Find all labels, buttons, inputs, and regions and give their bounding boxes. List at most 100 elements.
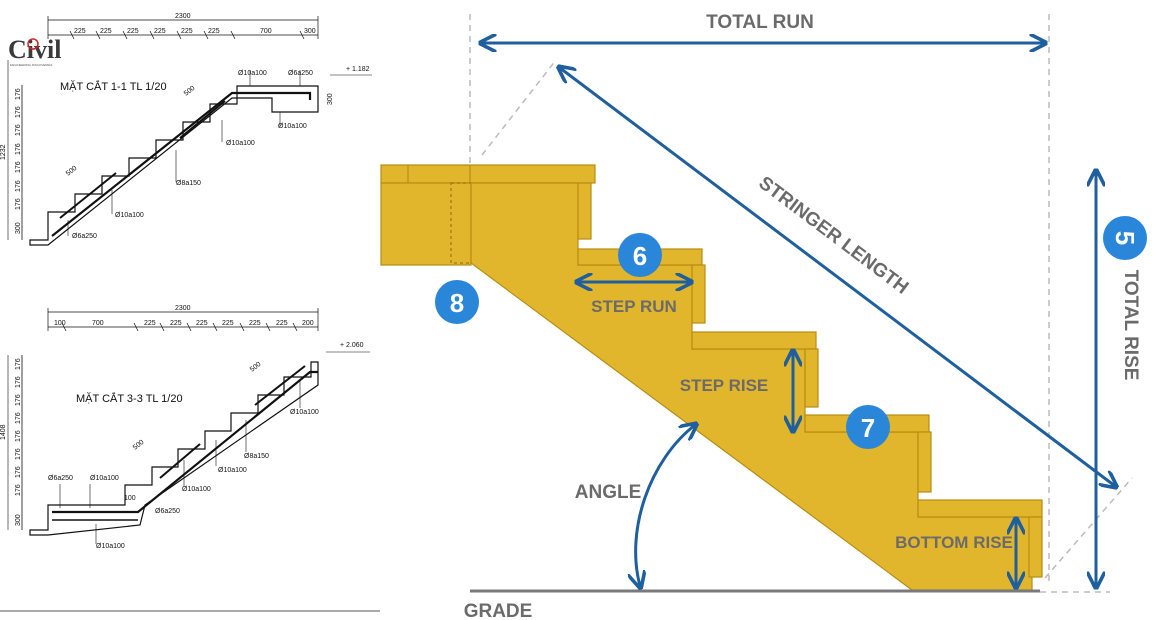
d2-total-dim: 2300 [175,305,191,312]
d2-rebar-label: Ø10a100 [90,475,119,482]
angle-arrow [636,425,695,586]
d2-step-dim: 225 [249,320,261,327]
d2-step-dim: 200 [302,320,314,327]
d2-rise-dims: 176 176 176 176 176 176 176 176 300 [15,358,22,526]
d1-rise-dim: 176 [15,124,22,136]
d2-level: + 2.060 [340,342,364,349]
d1-rebar-label: Ø8a150 [176,180,201,187]
d1-rise-dims: 176 176 176 176 176 176 176 300 [15,88,22,234]
d1-rebar-label: Ø10a100 [238,70,267,77]
d1-step-dim: 700 [260,28,272,35]
d1-step-dims: 225 225 225 225 225 225 700 300 [74,28,316,35]
d1-rise-dim: 176 [15,143,22,155]
d1-step-dim: 225 [181,28,193,35]
riser [691,264,706,324]
d1-total-dim: 2300 [175,13,191,20]
logo-tagline: ENGINEERING DISCOVERIES [10,63,52,67]
d1-step-dim: 225 [127,28,139,35]
stair-stringer-diagram: TOTAL RUN STRINGER LENGTH TOTAL RISE STE… [380,12,1147,620]
section-drawing-3-3: 2300 100 700 225 225 225 225 225 225 200… [0,305,380,612]
d1-rebar-label: Ø6a250 [72,233,97,240]
badge-5: 5 [1103,216,1147,260]
section-drawing-1-1: Civil ENGINEERING DISCOVERIES 2300 225 2… [0,13,372,246]
d1-rebar-label: Ø10a100 [278,123,307,130]
badge-7: 7 [846,405,890,449]
d1-rise-dim: 176 [15,161,22,173]
d1-rebar-label: 500 [65,165,79,178]
rim-joist [380,182,472,266]
d2-step-dim: 700 [92,320,104,327]
measurement-arrows [482,43,1115,586]
riser [804,348,819,408]
d1-rebar-labels: Ø10a100 Ø6a250 Ø10a100 Ø10a100 Ø8a150 Ø1… [65,70,334,240]
badge-8: 8 [435,280,479,324]
d2-step-dim: 225 [196,320,208,327]
d2-section-title: MẶT CẮT 3-3 TL 1/20 [76,392,183,405]
d2-rebar-label: 500 [132,439,146,452]
d1-rebar-label: Ø6a250 [288,70,313,77]
d2-rebar-label: 500 [249,361,263,374]
step-run-label: STEP RUN [591,297,677,316]
total-run-label: TOTAL RUN [706,12,814,33]
d2-step-dim: 225 [144,320,156,327]
step-rise-label: STEP RISE [680,376,769,395]
grade-label: GRADE [464,601,533,620]
stringer-length-label: STRINGER LENGTH [754,173,912,299]
d2-rebar-label: Ø10a100 [218,467,247,474]
d1-rebar-label: Ø10a100 [226,140,255,147]
d2-step-dims: 100 700 225 225 225 225 225 225 200 [54,320,314,327]
d1-level: + 1.182 [346,66,370,73]
d2-base-dim: 300 [15,514,22,526]
angle-label: ANGLE [575,482,642,503]
d1-rebar-label: Ø10a100 [115,212,144,219]
d2-rebar-label: Ø6a250 [48,475,73,482]
d2-rebar-label: 100 [124,495,136,502]
d2-rise-dim: 176 [15,448,22,460]
d2-rise-dim: 176 [15,358,22,370]
d1-step-dim: 225 [100,28,112,35]
deck-board [380,164,596,184]
total-rise-label: TOTAL RISE [1120,270,1141,381]
d2-step-dim: 225 [170,320,182,327]
d2-step-dim: 225 [276,320,288,327]
badge-6-number: 6 [633,241,647,271]
d1-step-dim: 225 [74,28,86,35]
riser [577,182,592,240]
d2-rise-dim: 176 [15,412,22,424]
d2-rise-dim: 176 [15,394,22,406]
d2-rebar-label: Ø10a100 [96,543,125,550]
d2-step-dim: 225 [222,320,234,327]
d1-rebar-label: 300 [327,93,334,105]
bottom-rise-label: BOTTOM RISE [895,533,1013,552]
d2-rebar-label: Ø10a100 [290,409,319,416]
d1-rise-dim: 176 [15,198,22,210]
riser [1028,516,1043,578]
d2-step-dim: 100 [54,320,66,327]
riser [917,431,932,493]
d2-rebar-label: Ø6a250 [155,508,180,515]
badge-5-number: 5 [1110,231,1140,245]
d1-step-dim: 300 [304,28,316,35]
tread [917,499,1043,518]
d2-rise-dim: 176 [15,376,22,388]
d1-section-title: MẶT CẮT 1-1 TL 1/20 [60,80,167,93]
d2-rebar-label: Ø10a100 [182,486,211,493]
badge-7-number: 7 [861,413,875,443]
d2-rise-dim: 176 [15,466,22,478]
d1-rise-dim: 176 [15,106,22,118]
d1-rise-dim: 176 [15,88,22,100]
d1-rebar-label: 500 [183,85,197,98]
civil-logo: Civil ENGINEERING DISCOVERIES [8,35,61,67]
badge-8-number: 8 [450,288,464,318]
d2-rebar-label: Ø8a150 [244,453,269,460]
d2-rise-dim: 176 [15,430,22,442]
d1-rise-dim: 176 [15,180,22,192]
stringer-length-arrow [560,68,1115,486]
badge-6: 6 [618,233,662,277]
d1-base-dim: 300 [15,222,22,234]
d2-rebar-labels: Ø10a100 Ø8a150 Ø10a100 Ø10a100 Ø6a250 Ø1… [48,361,319,550]
tread [691,331,817,350]
d1-step-dim: 225 [154,28,166,35]
d1-height-dim: 1232 [0,144,7,160]
